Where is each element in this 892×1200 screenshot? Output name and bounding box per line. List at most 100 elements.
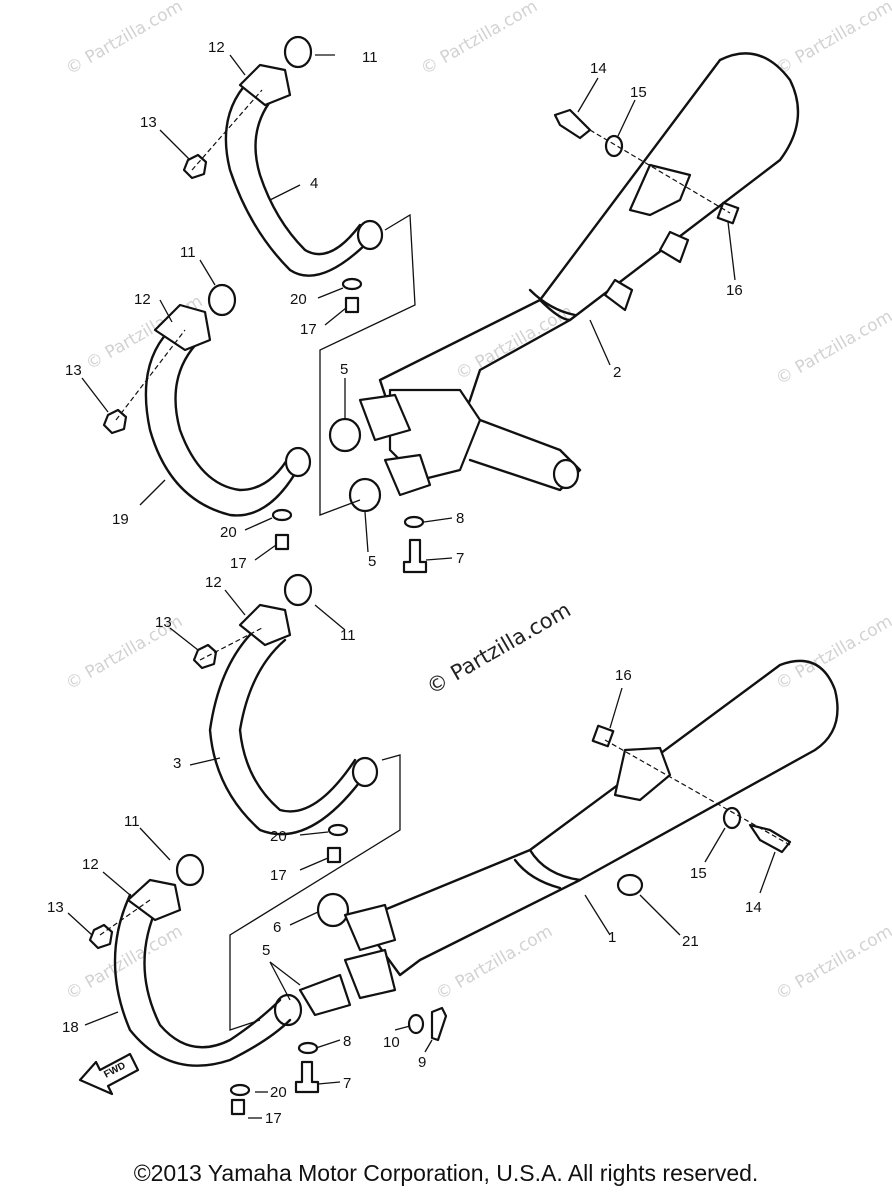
- exhaust-pipe-4-inner: [254, 88, 362, 256]
- gasket-11-upper: [283, 35, 313, 69]
- clamp-12-upper: [238, 63, 292, 107]
- callout-16-upper: 16: [726, 282, 743, 299]
- callout-14-upper: 14: [590, 60, 607, 77]
- assembly-line-pipe-18: [99, 899, 151, 936]
- bolt-17-pipe-18: [230, 1098, 246, 1116]
- callout-11-pipe-19: 11: [180, 244, 196, 261]
- callout-20-pipe-3: 20: [270, 828, 287, 845]
- nut-13-pipe-3: [192, 643, 218, 670]
- exhaust-pipe-18-inner: [143, 903, 282, 1049]
- crossover-pipe-end: [552, 458, 580, 490]
- pipe-19-outlet: [284, 446, 312, 478]
- washer-20-pipe-19: [271, 508, 293, 522]
- assembly-line-bolt-14: [589, 129, 731, 214]
- nut-16-upper: [716, 201, 740, 225]
- damper-21: [616, 873, 644, 897]
- callout-17-pipe-18: 17: [265, 1110, 282, 1127]
- callout-13-upper: 13: [140, 114, 157, 131]
- callout-5-upper-b: 5: [368, 553, 376, 570]
- bracket-tab-upper: [658, 230, 690, 264]
- callout-21: 21: [682, 933, 699, 950]
- center-watermark-text: © Partzilla.com: [423, 598, 575, 700]
- leader-lines-lower: [67, 589, 776, 1119]
- washer-20-pipe-3: [327, 823, 349, 837]
- callout-20-upper: 20: [290, 291, 307, 308]
- joint-clamp-upper: [358, 393, 412, 442]
- joint-5-upper: [328, 417, 362, 453]
- exhaust-pipe-4: [224, 73, 372, 277]
- assembly-line-bolt-14-lower: [604, 739, 791, 846]
- callout-15-upper: 15: [630, 84, 647, 101]
- watermark-text: © Partzilla.com: [773, 921, 892, 1004]
- assembly-bracket-line-lower: [229, 754, 401, 1031]
- callout-20-pipe-19: 20: [220, 524, 237, 541]
- pipe-4-outlet: [356, 219, 384, 251]
- gasket-11-pipe-18: [175, 853, 205, 887]
- callout-5-upper-a: 5: [340, 361, 348, 378]
- assembly-line-pipe-19: [115, 329, 186, 421]
- callout-6: 6: [273, 919, 281, 936]
- exhaust-pipe-3-inner: [238, 638, 357, 813]
- bolt-14-lower: [748, 823, 792, 854]
- watermark-text: © Partzilla.com: [773, 0, 892, 79]
- bolt-14-upper: [553, 108, 592, 140]
- washer-8-lower: [297, 1041, 319, 1055]
- watermark-text: © Partzilla.com: [773, 306, 892, 389]
- callout-13-pipe-18: 13: [47, 899, 64, 916]
- assembly-line-upper: [191, 89, 263, 171]
- callout-4: 4: [310, 175, 318, 192]
- callout-17-pipe-19: 17: [230, 555, 247, 572]
- callout-11-pipe-18: 11: [124, 813, 140, 830]
- assembly-bracket-line-upper: [319, 213, 416, 516]
- bracket-tab-lower: [603, 278, 634, 312]
- callout-7-lower: 7: [343, 1075, 351, 1092]
- nut-13-pipe-18: [88, 923, 114, 950]
- bracket-mount-upper: [628, 163, 692, 217]
- bolt-17-pipe-3: [326, 846, 342, 864]
- washer-20-pipe-18: [229, 1083, 251, 1097]
- callout-9: 9: [418, 1054, 426, 1071]
- callout-12-upper: 12: [208, 39, 225, 56]
- copyright-notice: ©2013 Yamaha Motor Corporation, U.S.A. A…: [133, 1160, 759, 1186]
- callout-12-pipe-3: 12: [205, 574, 222, 591]
- lower-assembly: FWD: [47, 573, 839, 1127]
- exhaust-pipe-19: [144, 323, 302, 517]
- callout-7-upper: 7: [456, 550, 464, 567]
- callout-8-upper: 8: [456, 510, 464, 527]
- exhaust-pipe-19-inner: [174, 338, 292, 492]
- bolt-7-upper: [402, 538, 428, 574]
- bolt-9: [430, 1006, 448, 1042]
- watermark-text: © Partzilla.com: [63, 921, 187, 1004]
- washer-20-upper: [341, 277, 363, 291]
- upper-assembly: 12 11 13 4 20 17 11 12 13 19 20 17 14 15…: [65, 35, 800, 574]
- washer-15-upper: [604, 134, 624, 158]
- joint-clamp-lower-a: [343, 903, 397, 952]
- callout-15-lower: 15: [690, 865, 707, 882]
- callout-14-lower: 14: [745, 899, 762, 916]
- callout-17-pipe-3: 17: [270, 867, 287, 884]
- muffler-2-band: [528, 288, 577, 317]
- muffler-1-band: [513, 858, 562, 890]
- nut-13-pipe-19: [102, 408, 128, 435]
- joint-6: [316, 892, 350, 928]
- callout-3: 3: [173, 755, 181, 772]
- washer-10: [407, 1013, 425, 1035]
- callout-20-pipe-18: 20: [270, 1084, 287, 1101]
- exhaust-pipe-18: [113, 893, 292, 1067]
- bracket-mount-lower: [613, 746, 672, 802]
- callout-1: 1: [608, 929, 616, 946]
- watermark-text: © Partzilla.com: [418, 0, 542, 79]
- bolt-7-lower: [294, 1060, 320, 1094]
- callout-11-upper: 11: [362, 49, 378, 66]
- exhaust-pipe-3: [208, 623, 367, 836]
- joint-clamp-lower-c: [298, 973, 352, 1017]
- assembly-line-pipe-3: [199, 627, 263, 661]
- callout-5-lower: 5: [262, 942, 270, 959]
- bolt-17-upper: [344, 296, 360, 314]
- joint-clamp-lower-b: [343, 948, 397, 1000]
- watermark-text: © Partzilla.com: [63, 0, 187, 79]
- joint-5-lower: [348, 477, 382, 513]
- callout-13-pipe-3: 13: [155, 614, 172, 631]
- pipe-3-outlet: [351, 756, 379, 788]
